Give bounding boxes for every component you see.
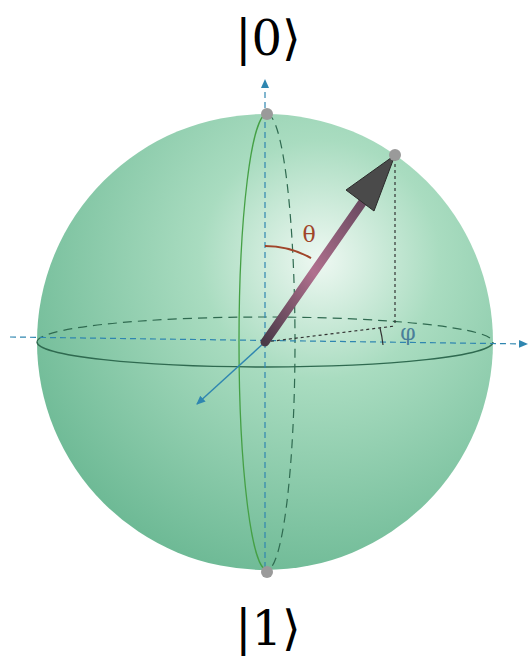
ket-label: |0⟩ [235,14,300,62]
projection-line [265,326,395,342]
y-axis [197,342,265,404]
phi-arc [380,328,383,345]
meridian-back [267,114,295,570]
angle-label: φ [400,322,415,344]
pole-dot [261,566,273,578]
state-vector-head [346,155,395,211]
theta-arc [265,246,311,258]
state-dot [389,149,401,161]
angle-label: θ [302,224,315,246]
state-vector [265,203,362,342]
ket-label: |1⟩ [235,604,300,652]
projection-line [394,158,395,326]
pole-dot [261,108,273,120]
z-axis [264,80,265,568]
